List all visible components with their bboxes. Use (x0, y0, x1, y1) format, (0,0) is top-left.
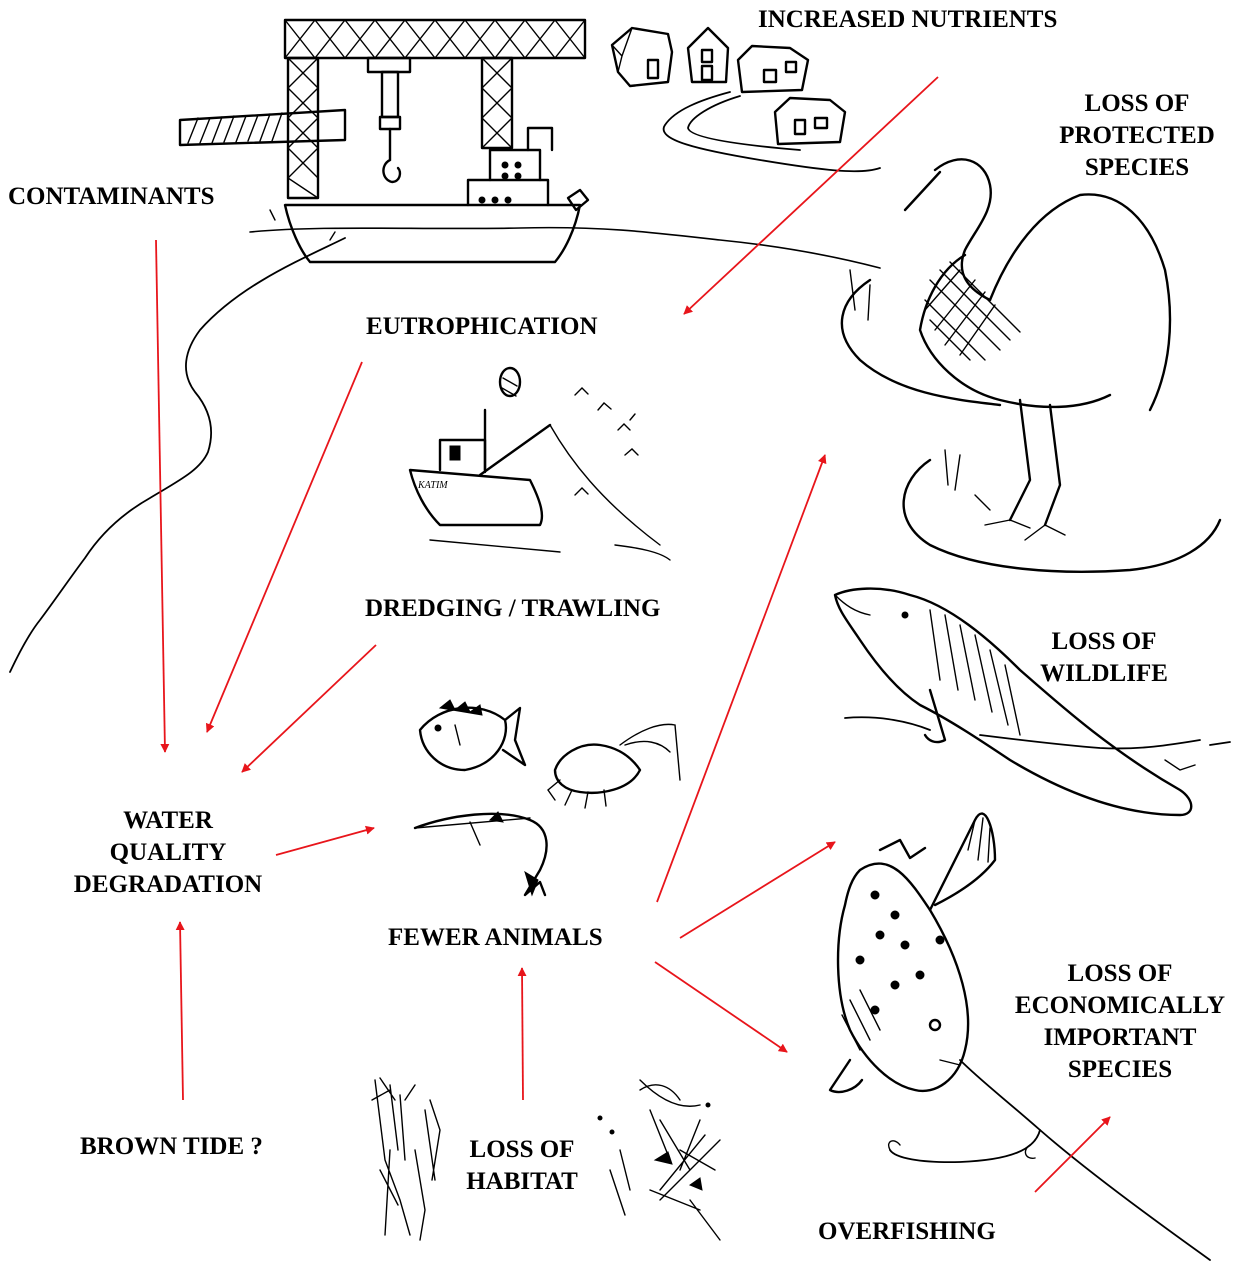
dolphin-icon (835, 589, 1230, 815)
label-loss-economically-important-species: LOSS OF ECONOMICALLY IMPORTANT SPECIES (1010, 958, 1230, 1086)
shoreline (10, 238, 345, 672)
label-eutrophication: EUTROPHICATION (366, 311, 598, 343)
label-water-quality-degradation: WATER QUALITY DEGRADATION (48, 805, 288, 901)
label-increased-nutrients: INCREASED NUTRIENTS (758, 4, 1057, 36)
label-loss-of-habitat: LOSS OF HABITAT (446, 1134, 598, 1198)
label-line: IMPORTANT (1010, 1022, 1230, 1054)
arrow-water-to-animals (276, 828, 374, 855)
label-line: LOSS OF (1010, 958, 1230, 990)
crane-icon (180, 20, 585, 198)
heron-icon (842, 159, 1220, 571)
fishing-boat-icon: KATIM (410, 368, 670, 560)
label-contaminants: CONTAMINANTS (8, 181, 215, 213)
label-line: WILDLIFE (1018, 658, 1190, 690)
label-line: QUALITY (48, 837, 288, 869)
arrow-animals-to-wildlife (680, 842, 835, 938)
label-dredging-trawling: DREDGING / TRAWLING (365, 593, 660, 625)
arrow-dredging-to-water (242, 645, 376, 772)
label-loss-of-wildlife: LOSS OF WILDLIFE (1018, 626, 1190, 690)
label-line: WATER (48, 805, 288, 837)
arrow-animals-to-protected (657, 455, 825, 902)
label-line: LOSS OF (1018, 626, 1190, 658)
arrow-habitat-to-animals (522, 968, 523, 1100)
fish-group-icon (415, 700, 680, 895)
label-fewer-animals: FEWER ANIMALS (388, 922, 603, 954)
label-line: SPECIES (1048, 152, 1226, 184)
boat-name: KATIM (417, 480, 448, 491)
houses-icon (612, 28, 880, 171)
arrow-eutrophication-to-water (207, 362, 362, 732)
label-line: SPECIES (1010, 1054, 1230, 1086)
label-line: ECONOMICALLY (1010, 990, 1230, 1022)
label-overfishing: OVERFISHING (818, 1216, 996, 1248)
arrow-overfishing-to-economic (1035, 1117, 1110, 1192)
label-line: HABITAT (446, 1166, 598, 1198)
label-line: LOSS OF (446, 1134, 598, 1166)
arrow-nutrients-to-eutrophication (684, 77, 938, 314)
arrow-animals-to-economic (655, 962, 787, 1052)
label-line: PROTECTED (1048, 120, 1226, 152)
label-brown-tide: BROWN TIDE ? (80, 1131, 263, 1163)
label-loss-protected-species: LOSS OF PROTECTED SPECIES (1048, 88, 1226, 184)
arrow-brown-tide-to-water (180, 922, 183, 1100)
label-line: LOSS OF (1048, 88, 1226, 120)
label-line: DEGRADATION (48, 869, 288, 901)
arrow-contaminants-to-water (156, 240, 165, 752)
